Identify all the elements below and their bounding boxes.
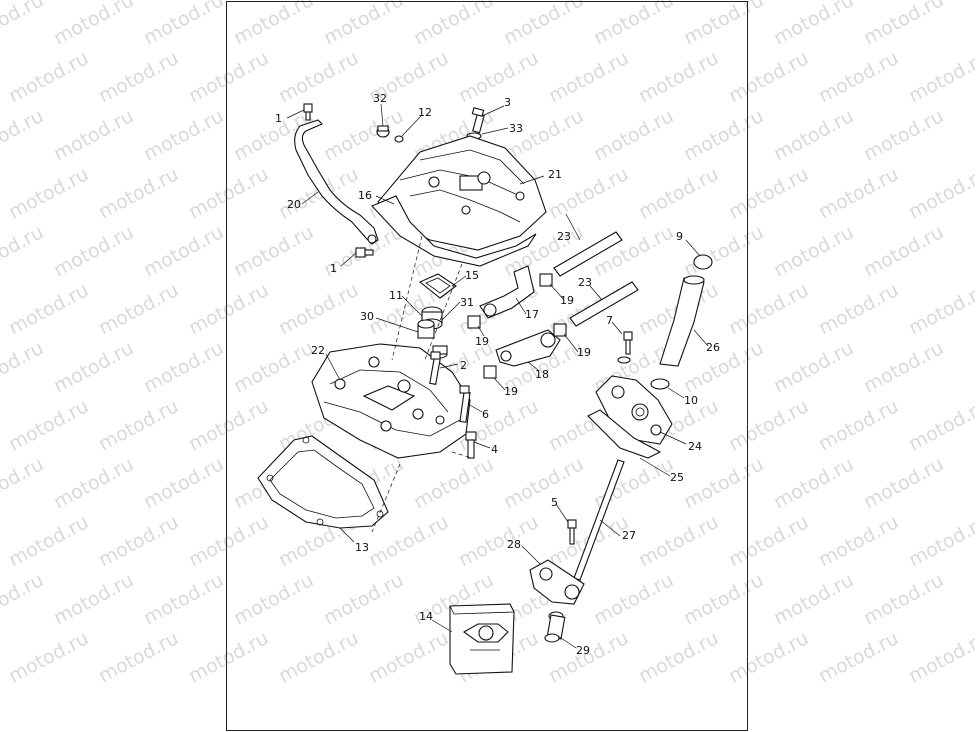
bushing-19-left [467,315,481,329]
callout-19-d: 19 [504,385,518,398]
square-gasket [418,273,457,299]
cover-gasket [371,195,537,267]
callout-4: 4 [491,443,498,456]
callout-14: 14 [419,610,433,623]
bushing-19-right [553,323,567,337]
diagram-frame [226,1,748,731]
callout-12: 12 [418,106,432,119]
gasket-kit-box [449,603,515,675]
rocker-shaft-upper [553,231,623,277]
o-ring-9 [693,254,713,270]
block-gasket [587,409,662,459]
callout-13: 13 [355,541,369,554]
lower-gasket [257,435,389,529]
callout-25: 25 [670,471,684,484]
bolt-2 [429,351,441,385]
callout-16: 16 [358,189,372,202]
callout-10: 10 [684,394,698,407]
bolt-7 [617,331,633,364]
callout-7: 7 [606,314,613,327]
fitting-32 [376,125,390,138]
callout-19-c: 19 [577,346,591,359]
callout-19-a: 19 [560,294,574,307]
callout-26: 26 [706,341,720,354]
callout-5: 5 [551,496,558,509]
callout-17: 17 [525,308,539,321]
callout-22: 22 [311,344,325,357]
rocker-shaft-lower [569,281,639,327]
bolt-lower [355,247,374,258]
callout-2: 2 [460,359,467,372]
callout-11: 11 [389,289,403,302]
callout-15: 15 [465,269,479,282]
callout-30: 30 [360,310,374,323]
bolt-4 [465,431,477,459]
callout-28: 28 [507,538,521,551]
rocker-arm-18 [495,329,561,367]
rocker-cover [377,135,547,251]
callout-24: 24 [688,440,702,453]
rocker-arm-17 [479,265,535,319]
callout-33: 33 [509,122,523,135]
callout-18: 18 [535,368,549,381]
callout-20: 20 [287,198,301,211]
spacer-30 [417,319,435,339]
callout-6: 6 [482,408,489,421]
callout-23-b: 23 [578,276,592,289]
callout-31: 31 [460,296,474,309]
callout-3: 3 [504,96,511,109]
bolt-3 [471,107,485,134]
alignment-line [371,463,401,533]
callout-23-a: 23 [557,230,571,243]
callout-29: 29 [576,644,590,657]
alignment-line [391,235,423,361]
leader-lines [286,103,709,649]
bolt-upper [303,103,313,121]
bolt-5 [567,519,577,545]
alignment-line [423,263,463,363]
callout-1-upper: 1 [275,112,282,125]
alignment-line [451,451,473,459]
o-ring-12 [394,135,404,143]
lifter-bracket [529,559,585,605]
callout-32: 32 [373,92,387,105]
bushing-19-lower [483,365,497,379]
callout-21: 21 [548,168,562,181]
callout-9: 9 [676,230,683,243]
callout-1-lower: 1 [330,262,337,275]
pushrod [573,459,625,581]
callout-19-b: 19 [475,335,489,348]
o-ring-10 [650,378,670,390]
rocker-housing [311,343,471,459]
pushrod-tube [659,275,705,367]
breather-tube [294,119,379,245]
callout-27: 27 [622,529,636,542]
hydraulic-lifter [544,611,566,643]
bolt-6 [459,385,471,423]
bushing-19-upper [539,273,553,287]
